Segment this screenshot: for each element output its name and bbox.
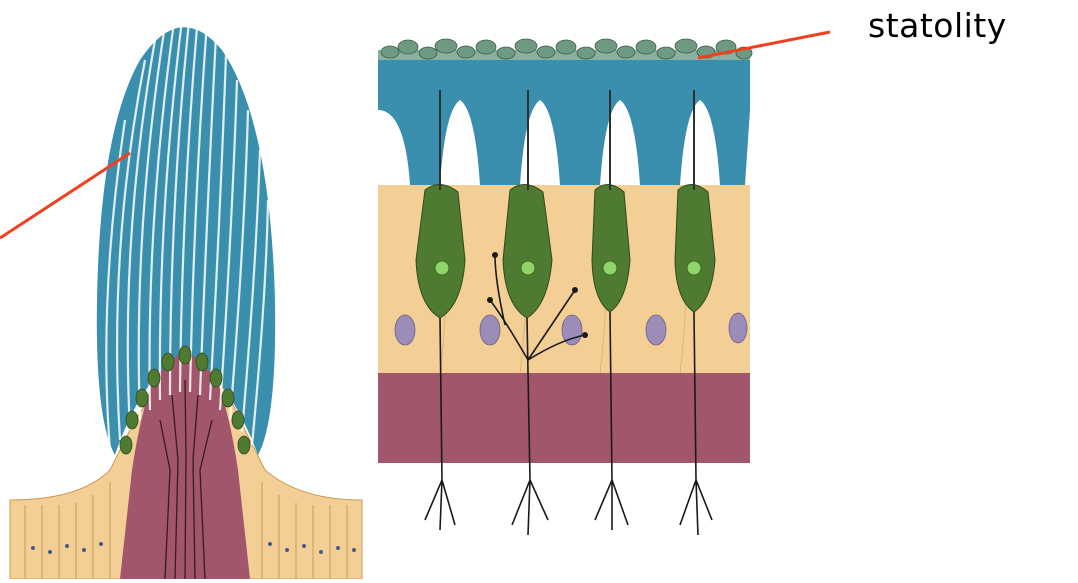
macula-illustration	[378, 32, 830, 535]
cupula-illustration	[0, 12, 362, 579]
statolith-label: statolity	[868, 6, 1007, 45]
